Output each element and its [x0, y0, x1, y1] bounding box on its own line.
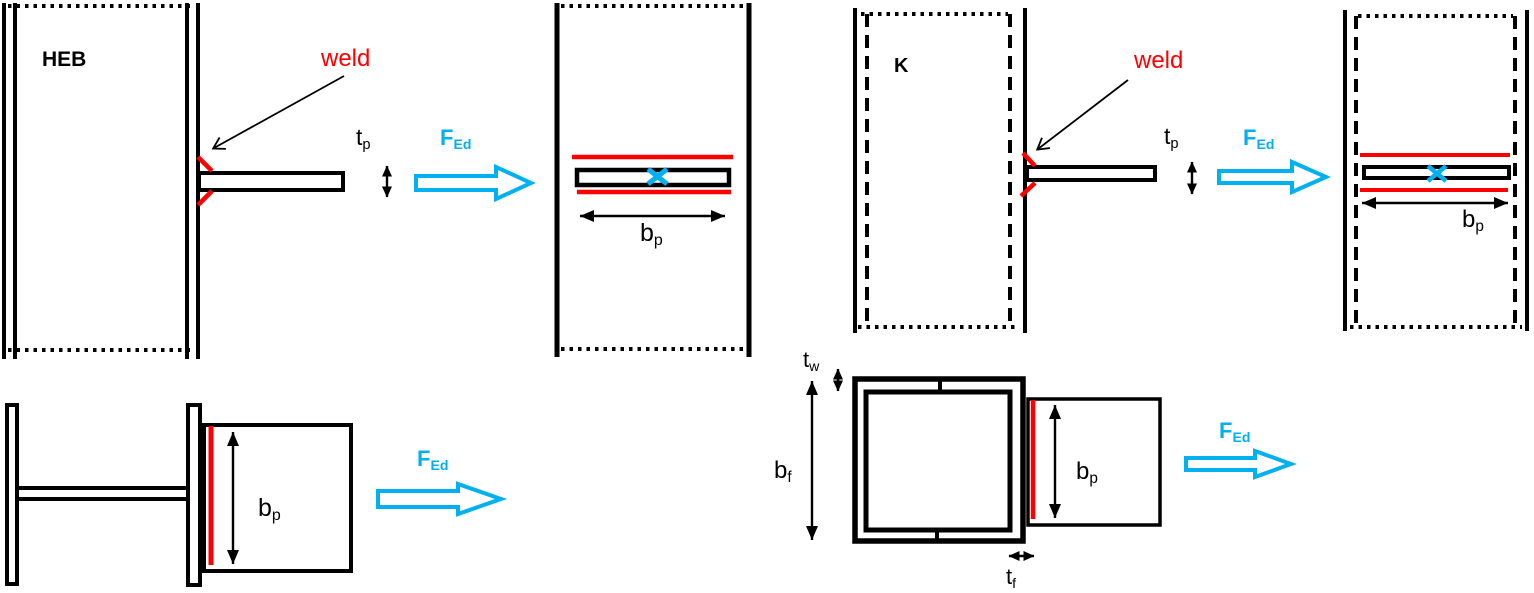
heb-web: [15, 486, 190, 501]
heb-section-label: HEB: [42, 48, 87, 71]
weld-leader-arrow: [211, 75, 345, 150]
fed-force-arrow: [1217, 158, 1331, 196]
box-outer-wall: [852, 376, 1026, 544]
gusset-plate-side: [197, 171, 345, 192]
gusset-plate-side: [1025, 165, 1157, 182]
fillet-weld-top: [196, 155, 214, 173]
heb-flange-right: [186, 403, 202, 587]
bp-dimension-label: bp: [640, 219, 663, 250]
fed-force-arrow: [376, 481, 508, 517]
tp-dimension-label: tp: [356, 124, 371, 154]
fillet-weld-bottom: [196, 189, 214, 207]
fillet-weld-bottom: [1019, 181, 1037, 198]
weld-label: weld: [1134, 47, 1184, 74]
x-mark-icon: [646, 167, 669, 186]
bp-dimension-label: bp: [1462, 206, 1484, 236]
fed-force-label: FEd: [440, 125, 472, 152]
fillet-weld-top: [1021, 151, 1037, 168]
heb-flange-left: [5, 403, 19, 586]
weld-label: weld: [321, 45, 371, 72]
x-mark-icon: [1426, 164, 1448, 183]
fed-force-label: FEd: [1219, 418, 1251, 445]
bf-dimension-label: bf: [774, 457, 792, 487]
k-column-side-view: [853, 8, 1331, 333]
bp-dimension-label: bp: [258, 494, 281, 525]
fed-force-label: FEd: [1243, 125, 1275, 152]
tw-dimension-label: tw: [803, 347, 820, 374]
k-column-face-view: [1343, 10, 1529, 331]
fed-force-label: FEd: [417, 446, 449, 473]
heb-plan-view: [5, 403, 508, 587]
heb-column-face-view: [554, 3, 752, 357]
k-section-label: K: [894, 55, 909, 77]
tp-dimension-label: tp: [1164, 123, 1179, 153]
fed-force-arrow: [414, 163, 536, 203]
bp-dimension-label: bp: [1076, 458, 1098, 488]
heb-column-side-view: [2, 3, 536, 359]
k-box-section-view: [806, 368, 1297, 561]
weld-leader-arrow: [1035, 79, 1129, 151]
fed-force-arrow: [1184, 448, 1297, 480]
tf-dimension-label: tf: [1006, 564, 1017, 591]
